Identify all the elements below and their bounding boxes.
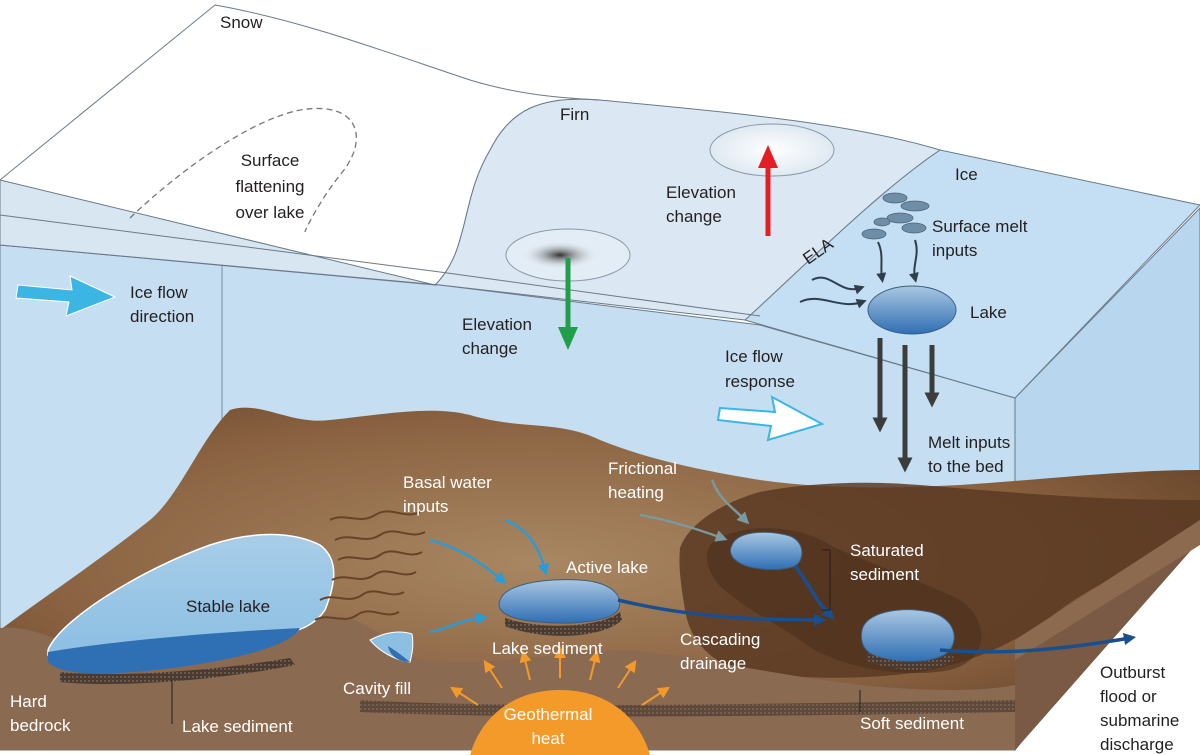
outburst-drain (939, 632, 1137, 654)
stable-lake-sediment (60, 658, 295, 685)
label-surface-flattening-2: flattening (236, 177, 305, 196)
ice-flow-response-arrow (716, 395, 825, 442)
label-basal-water-1: Basal water (403, 473, 492, 492)
label-geothermal-2: heat (531, 729, 564, 748)
surface-flattening-outline (129, 107, 357, 233)
saturated-sediment-bracket (822, 549, 831, 611)
label-ice-flow-direction-1: Ice flow (130, 283, 188, 302)
elevation-up-arrowhead (758, 145, 778, 168)
ela-arrow-1 (811, 276, 865, 295)
elevation-down-arrowhead (558, 327, 578, 350)
bed-side-face (1015, 520, 1200, 750)
geothermal-heat-arrows (449, 646, 671, 706)
active-lake-sediment (505, 612, 622, 636)
label-elevation-down-1: Elevation (462, 315, 532, 334)
label-outburst-3: submarine (1100, 711, 1179, 730)
saturated-lake-upper (729, 531, 803, 570)
elevation-pit-shade (522, 241, 598, 269)
label-geothermal-1: Geothermal (504, 705, 593, 724)
active-lake (498, 579, 621, 624)
melt-arrow-1 (876, 241, 887, 283)
melt-inputs-arrows (872, 338, 940, 473)
label-elevation-up-1: Elevation (666, 183, 736, 202)
cascade-drain-2 (793, 564, 835, 620)
cascade-drain-1 (617, 598, 827, 627)
stable-lake-water (48, 628, 300, 674)
snow-surface (0, 4, 601, 286)
label-outburst-2: flood or (1100, 687, 1157, 706)
label-saturated-2: sediment (850, 565, 919, 584)
label-frictional-1: Frictional (608, 459, 677, 478)
saturated-lake-lower (860, 609, 955, 663)
label-ice-flow-direction-2: direction (130, 307, 194, 326)
label-frictional-2: heating (608, 483, 664, 502)
surface-melt-ponds (861, 192, 930, 240)
frictional-heating-arrow-1 (710, 479, 750, 525)
label-outburst-4: discharge (1100, 735, 1174, 754)
label-hard-bedrock-1: Hard (10, 692, 47, 711)
label-lake: Lake (970, 303, 1007, 322)
label-basal-water-2: inputs (403, 497, 448, 516)
label-cavity-fill: Cavity fill (343, 679, 411, 698)
cavity-fill (369, 631, 414, 663)
label-surface-flattening-1: Surface (241, 151, 300, 170)
label-melt-inputs-2: to the bed (928, 457, 1004, 476)
label-hard-bedrock-2: bedrock (10, 716, 71, 735)
elevation-bump (709, 123, 835, 177)
ela-arrow-2 (799, 297, 867, 309)
label-melt-inputs-1: Melt inputs (928, 433, 1010, 452)
label-active-lake: Active lake (566, 558, 648, 577)
basal-input-arrow-1 (429, 538, 507, 584)
label-surface-melt-1: Surface melt (932, 217, 1028, 236)
label-lake-sediment-center: Lake sediment (492, 639, 603, 658)
label-ice-flow-response-1: Ice flow (725, 347, 783, 366)
cavity-fill-water (388, 646, 410, 662)
label-elevation-up-2: change (666, 207, 722, 226)
label-lake-sediment-left: Lake sediment (182, 717, 293, 736)
label-cascading-2: drainage (680, 654, 746, 673)
basal-input-arrow-2 (504, 518, 550, 576)
label-saturated-1: Saturated (850, 541, 924, 560)
label-surface-flattening-3: over lake (236, 203, 305, 222)
geothermal-heat-dome (470, 690, 650, 755)
label-ice-flow-response-2: response (725, 372, 795, 391)
frictional-wiggles (314, 510, 426, 621)
label-cascading-1: Cascading (680, 630, 760, 649)
saturated-lake-lower-sediment (866, 652, 954, 670)
label-snow: Snow (220, 13, 263, 32)
melt-arrow-2 (909, 239, 919, 283)
surface-lake (867, 285, 957, 335)
label-outburst-1: Outburst (1100, 663, 1165, 682)
label-stable-lake: Stable lake (186, 597, 270, 616)
snow-edge-line (0, 214, 761, 317)
label-firn: Firn (560, 105, 589, 124)
snow-edge-strip (0, 179, 441, 286)
label-ice: Ice (955, 165, 978, 184)
ice-flow-direction-arrow (15, 275, 117, 317)
label-elevation-down-2: change (462, 339, 518, 358)
label-soft-sediment: Soft sediment (860, 714, 964, 733)
bed-side-band (1015, 520, 1200, 660)
label-surface-melt-2: inputs (932, 241, 977, 260)
frictional-heating-arrow-2 (639, 513, 728, 542)
basal-input-arrow-3 (429, 612, 488, 634)
